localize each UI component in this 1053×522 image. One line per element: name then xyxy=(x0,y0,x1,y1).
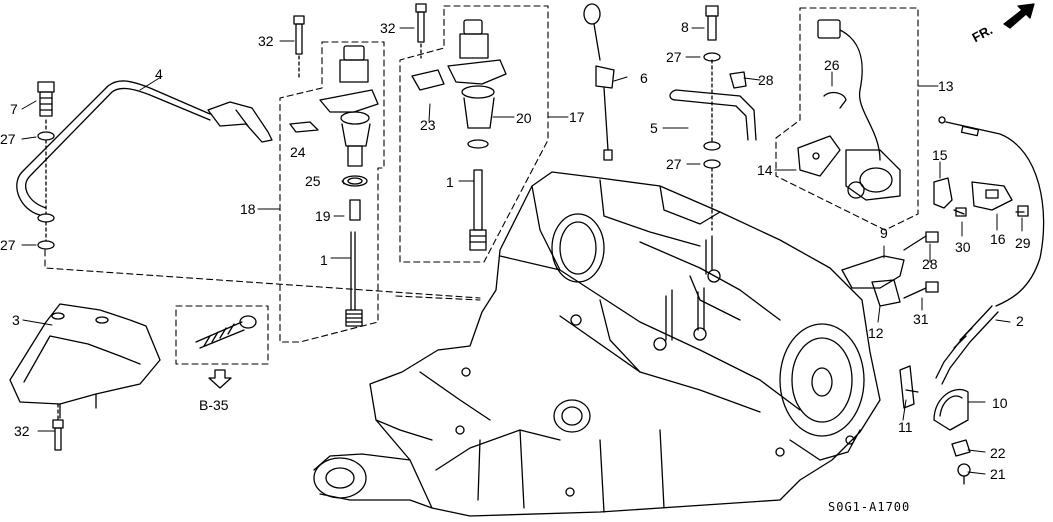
callout-label: 3 xyxy=(12,312,20,328)
parts-15-16-brackets xyxy=(933,177,1029,217)
speed-sensor-left xyxy=(289,45,379,327)
part-13-sensor xyxy=(797,19,901,201)
callout-label: 13 xyxy=(938,78,954,94)
callout-label: 27 xyxy=(0,237,16,253)
callout-label: 9 xyxy=(880,225,888,241)
callout-label: 20 xyxy=(516,110,532,126)
callout-label: 24 xyxy=(290,144,306,160)
callout-label: 28 xyxy=(758,72,774,88)
callout-label: 6 xyxy=(640,70,648,86)
diagram-code: S0G1-A1700 xyxy=(828,500,911,514)
callout-label: 7 xyxy=(10,101,18,117)
callout-label: 23 xyxy=(420,117,436,133)
callout-label: 19 xyxy=(315,208,331,224)
speed-sensor-center xyxy=(411,19,507,251)
reference-label: B-35 xyxy=(199,397,229,413)
part-7-bolt xyxy=(37,81,55,250)
callout-label: 27 xyxy=(666,49,682,65)
callout-label: 16 xyxy=(990,231,1006,247)
callout-label: 22 xyxy=(990,445,1006,461)
callout-label: 14 xyxy=(757,162,773,178)
b35-part xyxy=(195,315,257,349)
callout-label: 29 xyxy=(1015,235,1031,251)
callout-label: 2 xyxy=(1016,313,1024,329)
part-32-bolt xyxy=(293,3,427,79)
dashed-groups xyxy=(44,5,919,365)
part-6-dipstick xyxy=(583,3,615,161)
callout-label: 5 xyxy=(650,120,658,136)
callout-label: 1 xyxy=(446,174,454,190)
part-4-hose xyxy=(16,80,273,216)
callout-label: 32 xyxy=(258,33,274,49)
part-2-cable xyxy=(935,116,1045,385)
arrow-fr-icon xyxy=(1003,3,1035,29)
leader-lines xyxy=(21,27,1023,475)
callout-label: 25 xyxy=(305,173,321,189)
callout-label: 11 xyxy=(898,419,913,435)
callout-label: 1 xyxy=(320,252,328,268)
callout-label: 27 xyxy=(666,156,682,172)
callout-label: 27 xyxy=(0,131,16,147)
callout-label: 10 xyxy=(992,395,1008,411)
parts-10-11-21-22 xyxy=(899,365,971,485)
callout-label: 28 xyxy=(922,256,938,272)
callout-label: 4 xyxy=(155,66,163,82)
callout-label: 32 xyxy=(380,20,396,36)
transmission-housing xyxy=(313,171,881,517)
callout-label: 26 xyxy=(824,57,840,73)
arrow-down-icon xyxy=(208,369,232,389)
part-5-pipe xyxy=(669,5,757,231)
callout-label: 31 xyxy=(913,311,929,327)
callout-label: 30 xyxy=(955,239,971,255)
parts-9-12-brackets xyxy=(841,231,939,307)
callout-label: 32 xyxy=(14,423,30,439)
part-3-bracket xyxy=(9,303,161,451)
callout-label: 8 xyxy=(681,19,689,35)
callout-label: 18 xyxy=(240,201,256,217)
callout-label: 12 xyxy=(868,325,884,341)
callout-label: 21 xyxy=(990,466,1006,482)
callout-label: 17 xyxy=(569,109,585,125)
callout-label: 15 xyxy=(932,147,948,163)
